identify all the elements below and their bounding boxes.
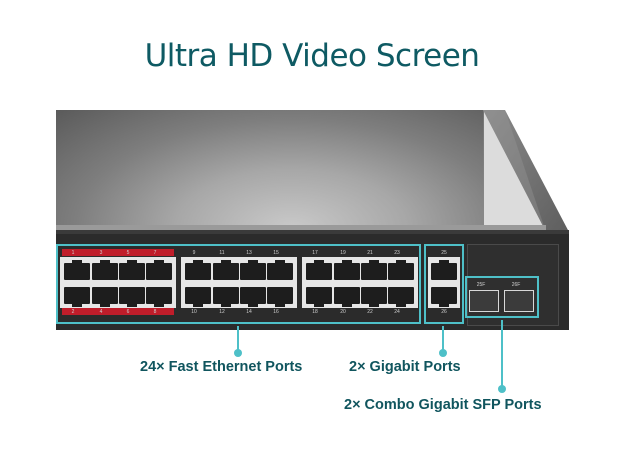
port-label: 11 [219, 250, 225, 256]
caption-gigabit: 2× Gigabit Ports [349, 359, 461, 375]
rj45-port-24 [388, 287, 414, 307]
switch-front-edge [56, 230, 569, 236]
rj45-port-1 [64, 260, 90, 280]
rj45-port-26 [431, 287, 457, 307]
rj45-port-11 [213, 260, 239, 280]
port-label: 18 [312, 309, 318, 315]
port-label: 10 [191, 309, 197, 315]
port-label: 9 [192, 250, 196, 256]
port-label: 14 [246, 309, 252, 315]
caption-fast-ethernet: 24× Fast Ethernet Ports [140, 359, 303, 375]
rj45-port-25 [431, 260, 457, 280]
port-label: 23 [394, 250, 400, 256]
rj45-port-15 [267, 260, 293, 280]
port-label: 13 [246, 250, 252, 256]
port-label: 25F [476, 282, 486, 288]
fe-group-2-3-frame [178, 244, 421, 324]
callout-dot-fe [234, 349, 242, 357]
port-label: 16 [273, 309, 279, 315]
rj45-port-12 [213, 287, 239, 307]
rj45-port-7 [146, 260, 172, 280]
port-label: 19 [340, 250, 346, 256]
port-label: 12 [219, 309, 225, 315]
port-label: 26 [441, 309, 447, 315]
poe-bar-bottom [62, 308, 174, 315]
rj45-port-22 [361, 287, 387, 307]
port-label: 6 [126, 309, 130, 315]
callout-dot-sfp [498, 385, 506, 393]
port-label: 7 [153, 250, 157, 256]
caption-sfp: 2× Combo Gigabit SFP Ports [344, 397, 542, 413]
rj45-port-8 [146, 287, 172, 307]
rj45-port-6 [119, 287, 145, 307]
rj45-port-20 [334, 287, 360, 307]
rj45-port-21 [361, 260, 387, 280]
port-label: 26F [511, 282, 521, 288]
port-label: 1 [71, 250, 75, 256]
page-title: Ultra HD Video Screen [144, 38, 480, 74]
rj45-port-9 [185, 260, 211, 280]
rj45-port-17 [306, 260, 332, 280]
callout-line-sfp [501, 320, 503, 386]
switch-lid-lip [56, 225, 546, 230]
port-label: 8 [153, 309, 157, 315]
rj45-port-13 [240, 260, 266, 280]
port-label: 5 [126, 250, 130, 256]
port-label: 4 [99, 309, 103, 315]
port-label: 17 [312, 250, 318, 256]
switch-top-lid [56, 110, 484, 234]
callout-line-fe [237, 326, 239, 350]
fe-group-1-frame [56, 244, 178, 324]
sfp-group-frame [465, 276, 539, 318]
rj45-port-16 [267, 287, 293, 307]
sfp-recess [467, 244, 559, 326]
port-label: 2 [71, 309, 75, 315]
port-label: 25 [441, 250, 447, 256]
poe-bar-top [62, 249, 174, 256]
rj45-port-3 [92, 260, 118, 280]
rj45-port-18 [306, 287, 332, 307]
port-label: 15 [273, 250, 279, 256]
port-label: 21 [367, 250, 373, 256]
gigabit-group-frame [424, 244, 464, 324]
rj45-port-4 [92, 287, 118, 307]
rj45-port-5 [119, 260, 145, 280]
rj45-port-2 [64, 287, 90, 307]
rj45-port-23 [388, 260, 414, 280]
sfp-port-25f [469, 290, 499, 312]
rj45-port-10 [185, 287, 211, 307]
sfp-port-26f [504, 290, 534, 312]
rj45-port-19 [334, 260, 360, 280]
port-label: 20 [340, 309, 346, 315]
rj45-port-14 [240, 287, 266, 307]
port-label: 3 [99, 250, 103, 256]
callout-dot-gigabit [439, 349, 447, 357]
port-label: 22 [367, 309, 373, 315]
port-label: 24 [394, 309, 400, 315]
callout-line-gigabit [442, 326, 444, 350]
